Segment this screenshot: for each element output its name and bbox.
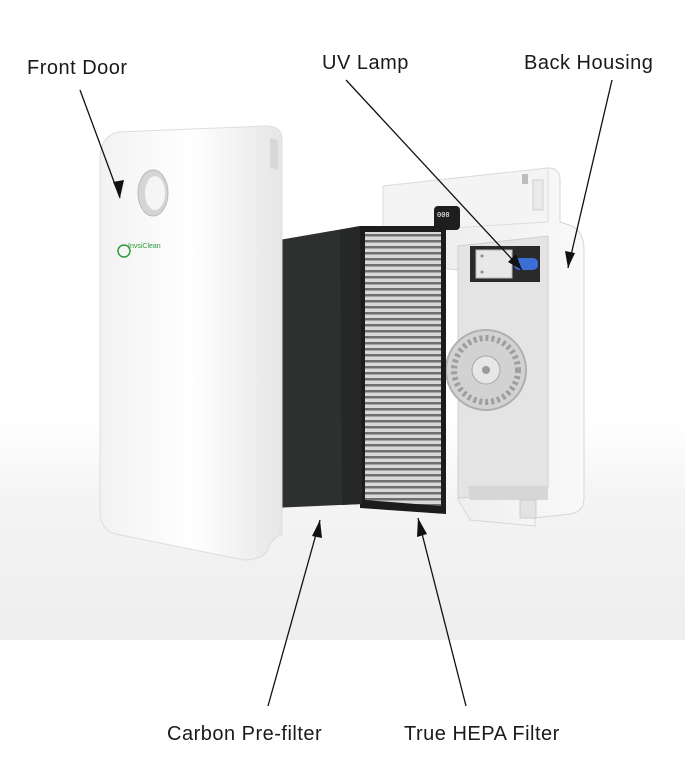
label-carbon-prefilter: Carbon Pre-filter: [167, 723, 323, 745]
leader-front-door: [79, 89, 121, 199]
label-back-housing: Back Housing: [524, 52, 654, 74]
display-reading: 000: [437, 211, 450, 219]
fan-wheel: [445, 329, 527, 411]
arrowheads: [113, 180, 575, 538]
front-door: [99, 125, 283, 561]
leader-carbon: [267, 519, 321, 707]
sensor-slot: [522, 174, 528, 184]
label-hepa-filter: True HEPA Filter: [404, 723, 560, 745]
label-front-door: Front Door: [27, 57, 128, 79]
leader-back-housing: [567, 79, 613, 269]
label-uv-lamp: UV Lamp: [322, 52, 409, 74]
brand-logo-text: InvsiClean: [128, 243, 161, 250]
leader-hepa: [417, 517, 467, 707]
display-panel: [434, 206, 460, 230]
brand-logo-icon: [117, 244, 131, 258]
leader-uv-lamp: [345, 79, 523, 271]
leader-lines: [79, 79, 613, 707]
hepa-filter: [360, 226, 446, 514]
